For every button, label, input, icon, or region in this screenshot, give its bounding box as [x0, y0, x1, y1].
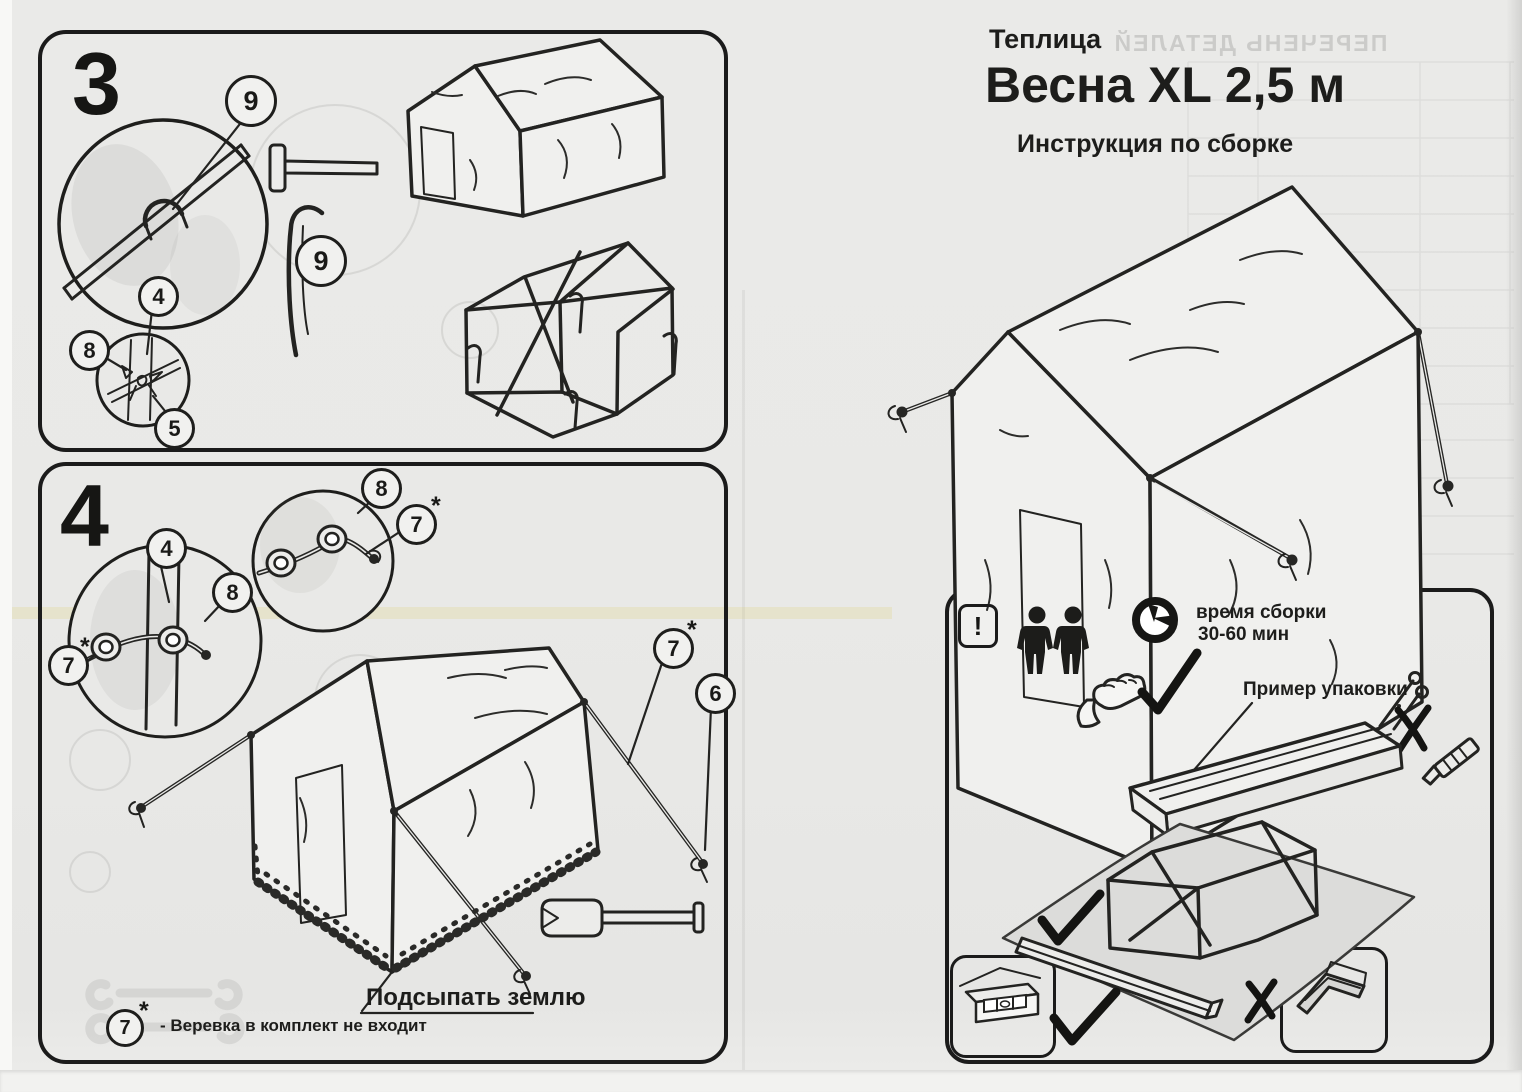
- callout-5: 5: [154, 408, 195, 449]
- page-left-edge: [0, 0, 12, 1092]
- frame-hook-icons: [466, 292, 678, 430]
- callout-7: 7: [48, 645, 89, 686]
- page-subtitle: Инструкция по сборке: [1017, 130, 1294, 158]
- asterisk: *: [431, 492, 441, 520]
- utility-knife-icon: [1421, 737, 1480, 786]
- assembly-time-value: 30-60 мин: [1198, 624, 1290, 645]
- level-allowed-box: [950, 955, 1056, 1058]
- step3-detail-circle-tie: [95, 308, 191, 428]
- packaging-example-label: Пример упаковки: [1243, 679, 1408, 700]
- page-crease: [742, 290, 745, 1092]
- callout-7: 7: [396, 504, 437, 545]
- packaging-leader-line: [1192, 701, 1254, 772]
- callout-7: 7: [106, 1009, 144, 1047]
- asterisk: *: [80, 633, 90, 661]
- packing-beam: [1014, 936, 1224, 1020]
- unpacked-frame-on-tarp: [1001, 820, 1416, 1046]
- stake-knot-icons: [887, 405, 1454, 581]
- product-type-label: Теплица: [989, 24, 1102, 54]
- checkmark-icon: [1037, 889, 1105, 946]
- step4-detail-circle-top: [251, 489, 403, 633]
- shovel-icon: [540, 898, 705, 938]
- callout-4: 4: [146, 528, 187, 569]
- page-right-edge: [1506, 0, 1522, 1092]
- callout-6: 6: [695, 673, 736, 714]
- long-package-box: [1128, 721, 1404, 838]
- callout-4: 4: [138, 276, 179, 317]
- two-person-icon: [1017, 606, 1089, 674]
- step3-panel: [38, 30, 728, 452]
- x-mark-icon: [1394, 704, 1432, 756]
- main-tent-illustration: [887, 185, 1454, 870]
- footnote-text: - Веревка в комплект не входит: [160, 1016, 427, 1035]
- scissors-icon: [1378, 671, 1429, 731]
- callout-8: 8: [361, 468, 402, 509]
- hand-with-cloth-icon: [1076, 673, 1147, 728]
- callout-8: 8: [212, 572, 253, 613]
- warning-icon: !: [958, 604, 998, 648]
- ground-note-label: Подсыпать землю: [366, 984, 586, 1011]
- asterisk: *: [687, 616, 697, 644]
- tent-peg-icon: [286, 205, 325, 358]
- step4-number: 4: [60, 466, 109, 565]
- soil-gravel-texture: [252, 841, 601, 975]
- hammer-icon: [268, 143, 379, 193]
- callout-9: 9: [295, 235, 347, 287]
- step3-tent-cover: [406, 38, 666, 218]
- page-bottom-edge: [0, 1070, 1522, 1092]
- checkmark-icon: [1049, 987, 1121, 1046]
- clock-icon: [1132, 597, 1178, 643]
- assembly-time-label: время сборки: [1196, 602, 1327, 623]
- step4-panel: [38, 462, 728, 1064]
- page-title: Весна XL 2,5 м: [985, 57, 1346, 113]
- x-mark-icon: [1244, 978, 1278, 1024]
- callout-8: 8: [69, 330, 110, 371]
- step3-frame: [464, 241, 678, 439]
- checkmark-icon: [1137, 648, 1202, 715]
- step3-number: 3: [72, 34, 121, 133]
- level-icon: [959, 967, 1041, 1024]
- step4-tent: [128, 646, 713, 1015]
- callout-9: 9: [225, 75, 277, 127]
- step3-detail-circle-peg: [57, 118, 269, 330]
- callout-7: 7: [653, 628, 694, 669]
- asterisk: *: [139, 997, 149, 1025]
- bent-package-icon: [1296, 961, 1367, 1015]
- stake-knot-icons: [128, 801, 708, 995]
